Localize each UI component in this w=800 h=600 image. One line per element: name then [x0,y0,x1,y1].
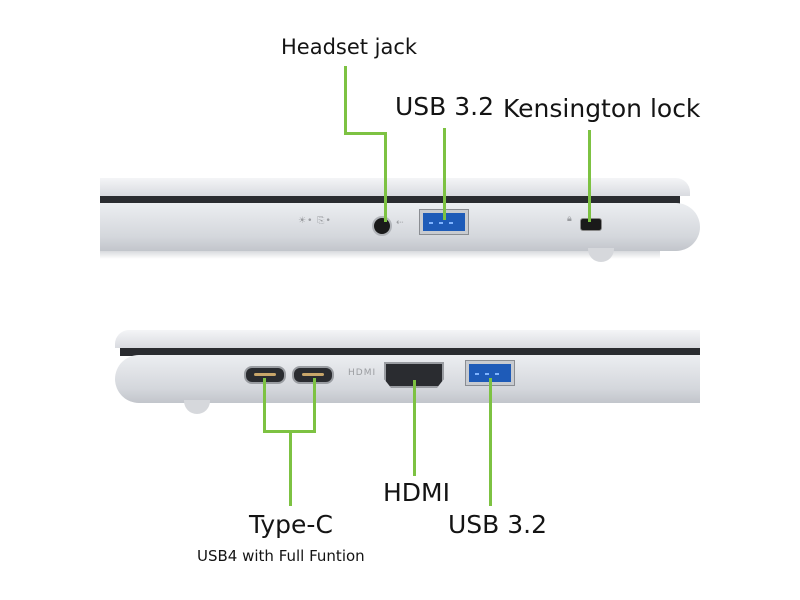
shadow [100,251,660,259]
kensington-lock-slot [580,218,602,231]
callout-line [313,378,316,433]
label-hdmi: HDMI [383,478,450,507]
label-headset-jack: Headset jack [281,35,418,59]
lid [115,330,700,348]
lock-icon: 🔒︎ [567,214,573,224]
callout-line [489,378,492,506]
headset-jack-port [372,216,392,236]
callout-line [588,130,591,222]
callout-line [413,380,416,476]
callout-line [263,378,266,433]
label-usb-bottom: USB 3.2 [448,510,548,539]
rubber-foot [184,400,210,414]
rubber-foot [588,248,614,262]
label-type-c-subtitle: USB4 with Full Funtion [197,547,365,565]
usb-logo-print: ⇠ [396,218,405,228]
lid [100,178,690,196]
callout-line [384,132,387,222]
callout-line [289,430,292,506]
label-kensington: Kensington lock [503,94,701,123]
hinge-gap [120,348,700,356]
callout-line [443,128,446,220]
label-type-c: Type-C [249,510,333,539]
status-indicators: ☀• ⎘• [298,216,332,226]
hdmi-print: HDMI [348,368,377,378]
label-usb-top: USB 3.2 [395,92,495,121]
callout-line [344,66,347,134]
hinge-gap [100,196,680,204]
callout-line [344,132,386,135]
